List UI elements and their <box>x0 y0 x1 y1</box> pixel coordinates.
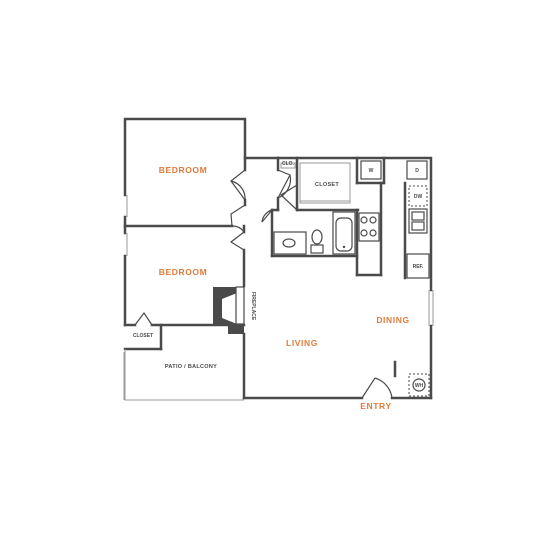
label-dishwasher: DW <box>414 194 423 200</box>
water-heater <box>408 373 430 397</box>
label-patio: PATIO / BALCONY <box>165 364 217 370</box>
label-washer: W <box>369 168 374 174</box>
label-fireplace: FIREPLACE <box>250 292 256 321</box>
room-entry: ENTRY <box>360 401 392 411</box>
kitchen <box>358 185 430 279</box>
label-closet-small: CLO. <box>282 161 295 167</box>
room-living: LIVING <box>286 338 318 348</box>
label-water-heater: WH <box>415 383 424 389</box>
windows <box>126 195 434 326</box>
walls <box>123 117 433 400</box>
room-labels: BEDROOM BEDROOM LIVING DINING ENTRY <box>159 165 409 411</box>
doors <box>134 169 393 399</box>
room-bedroom-1: BEDROOM <box>159 165 208 175</box>
bathroom-fixtures <box>273 211 356 255</box>
label-dryer: D <box>415 168 419 174</box>
room-dining: DINING <box>376 315 409 325</box>
label-refrigerator: REF. <box>413 264 424 270</box>
label-closet-main: CLOSET <box>315 182 339 188</box>
fixture-labels: CLOSET CLO. CLOSET PATIO / BALCONY FIREP… <box>133 161 424 389</box>
label-closet-bedroom: CLOSET <box>133 333 153 339</box>
fireplace <box>213 286 245 334</box>
closet-rods <box>280 162 351 204</box>
patio <box>123 349 244 401</box>
room-bedroom-2: BEDROOM <box>159 267 208 277</box>
laundry <box>360 160 428 180</box>
